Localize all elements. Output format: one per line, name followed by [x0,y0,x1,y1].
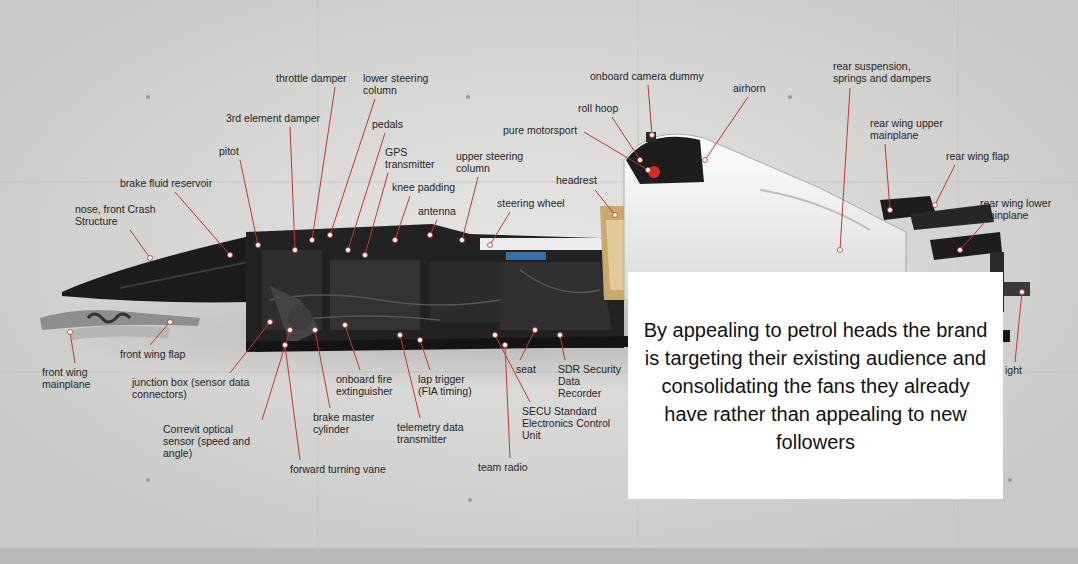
part-label: Correvit optical sensor (speed and angle… [163,423,259,459]
part-label: brake fluid reservoir [120,177,212,189]
part-label: roll hoop [578,102,618,114]
part-label: rear suspension, springs and dampers [833,60,945,84]
part-label: GPS transmitter [385,146,447,170]
part-label: nose, front Crash Structure [75,203,179,227]
part-label: 3rd element damper [226,112,320,124]
part-label: front wing mainplane [42,366,106,390]
note-text: By appealing to petrol heads the brand i… [640,316,991,456]
part-label: forward turning vane [290,463,386,475]
part-label: antenna [418,205,456,217]
part-label: knee padding [392,181,455,193]
part-label: lap trigger (FIA timing) [418,373,480,397]
part-label: brake master cylinder [313,411,379,435]
part-label: team radio [478,461,528,473]
part-label: onboard camera dummy [590,70,704,82]
text-panel: By appealing to petrol heads the brand i… [628,272,1003,499]
part-label: seat [516,363,536,375]
part-label: upper steering column [456,150,536,174]
part-label: pedals [372,118,403,130]
part-label: rear wing flap [946,150,1009,162]
part-label: junction box (sensor data connectors) [132,376,252,400]
part-label: SECU Standard Electronics Control Unit [522,405,626,441]
part-label: ight [1005,364,1022,376]
part-label: pitot [219,145,239,157]
part-label: steering wheel [497,197,565,209]
part-label: lower steering column [363,72,443,96]
part-label: rear wing lower mainplane [980,197,1056,221]
part-label: front wing flap [120,348,185,360]
part-label: onboard fire extinguisher [336,373,408,397]
part-label: rear wing upper mainplane [870,117,954,141]
part-label: SDR Security Data Recorder [558,363,626,399]
part-label: telemetry data transmitter [397,421,473,445]
part-label: pure motorsport [503,124,577,136]
part-label: airhorn [733,82,766,94]
part-label: headrest [556,174,597,186]
part-label: throttle damper [276,72,347,84]
